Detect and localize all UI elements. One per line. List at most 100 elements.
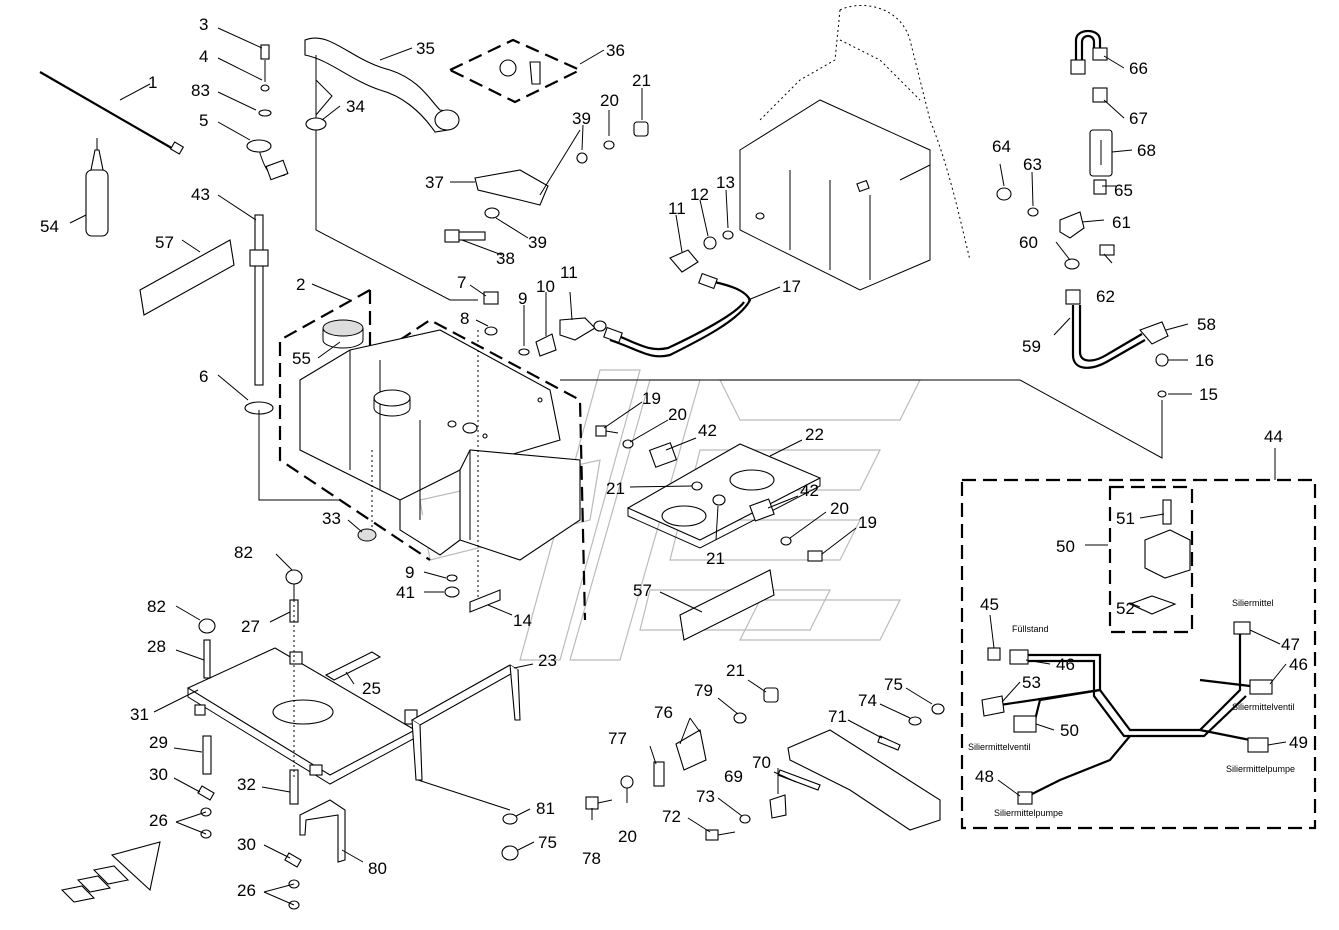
part-number: 26	[237, 881, 256, 900]
part-number: 21	[706, 549, 725, 568]
part-number: 30	[237, 835, 256, 854]
part-number: 4	[199, 47, 208, 66]
part-number: 54	[40, 217, 59, 236]
part-number: 44	[1264, 427, 1283, 446]
part-number: 26	[149, 811, 168, 830]
part-number: 78	[582, 849, 601, 868]
part-number: 30	[149, 765, 168, 784]
harness-label-siliermittelventil-left: Siliermittelventil	[968, 742, 1031, 752]
part-number: 19	[858, 513, 877, 532]
part-number: 46	[1056, 655, 1075, 674]
part-number: 41	[396, 583, 415, 602]
part-number: 15	[1199, 385, 1218, 404]
part-number: 64	[992, 137, 1011, 156]
part-number: 36	[606, 41, 625, 60]
part-number: 21	[632, 71, 651, 90]
part-number: 12	[690, 185, 709, 204]
sealant-cartridge	[85, 138, 109, 237]
part-number: 20	[618, 827, 637, 846]
part-number: 27	[241, 617, 260, 636]
part-number: 59	[1022, 337, 1041, 356]
part-number: 16	[1195, 351, 1214, 370]
part-number: 58	[1197, 315, 1216, 334]
part-number: 70	[752, 753, 771, 772]
part-number: 52	[1116, 599, 1135, 618]
part-number: 76	[654, 703, 673, 722]
part-number: 5	[199, 111, 208, 130]
cover-kit	[447, 38, 583, 104]
part-number: 20	[668, 405, 687, 424]
part-number: 19	[642, 389, 661, 408]
part-number: 13	[716, 173, 735, 192]
part-number: 20	[830, 499, 849, 518]
cable-tie	[39, 71, 176, 151]
harness-label-fuellstand: Füllstand	[1012, 624, 1049, 634]
bracket-23	[410, 664, 521, 781]
part-number: 65	[1114, 181, 1133, 200]
part-number: 79	[694, 681, 713, 700]
part-number: 23	[538, 651, 557, 670]
base-plate	[186, 647, 418, 785]
part-number: 50	[1056, 537, 1075, 556]
part-number: 28	[147, 637, 166, 656]
part-number: 53	[1022, 673, 1041, 692]
part-number: 10	[536, 277, 555, 296]
part-number: 57	[155, 233, 174, 252]
part-number: 2	[296, 275, 305, 294]
part-number: 69	[724, 767, 743, 786]
part-number-labels: 1 3 4 83 5 43 54 57 6 2 55 34 35 36 21 2…	[40, 15, 1308, 900]
adhesive-strip-a	[139, 239, 235, 316]
part-number: 43	[191, 185, 210, 204]
part-number: 35	[416, 39, 435, 58]
part-number: 29	[149, 733, 168, 752]
part-number: 72	[662, 807, 681, 826]
hose-17	[603, 212, 765, 358]
direction-arrow	[60, 841, 161, 903]
pipe-assembly-right	[560, 29, 1169, 459]
part-number: 81	[536, 799, 555, 818]
part-number: 6	[199, 367, 208, 386]
part-number: 31	[130, 705, 149, 724]
part-number: 39	[528, 233, 547, 252]
part-number: 73	[696, 787, 715, 806]
level-sensor-rod	[244, 44, 340, 501]
part-number: 49	[1289, 733, 1308, 752]
part-number: 9	[405, 563, 414, 582]
part-number: 14	[513, 611, 532, 630]
leader-lines	[69, 27, 1287, 906]
part-number: 37	[425, 173, 444, 192]
harness-labels: Füllstand Siliermittel Siliermittelventi…	[968, 598, 1295, 818]
tank-assembly	[278, 289, 587, 621]
harness-label-siliermittelventil-right: Siliermittelventil	[1232, 702, 1295, 712]
bracket-37	[474, 169, 549, 206]
part-number: 7	[457, 273, 466, 292]
part-number: 21	[726, 661, 745, 680]
filler-pipe	[304, 37, 478, 301]
part-number: 67	[1129, 109, 1148, 128]
part-number: 48	[975, 767, 994, 786]
harness-label-siliermittelpumpe-left: Siliermittelpumpe	[994, 808, 1063, 818]
part-number: 33	[322, 509, 341, 528]
part-number: 75	[884, 675, 903, 694]
part-number: 21	[606, 479, 625, 498]
part-number: 61	[1112, 213, 1131, 232]
part-number: 11	[560, 263, 578, 282]
part-number: 71	[828, 707, 847, 726]
part-number: 45	[980, 595, 999, 614]
part-number: 11	[668, 199, 686, 218]
part-number: 82	[234, 543, 253, 562]
part-number: 25	[362, 679, 381, 698]
adhesive-strip-b	[679, 569, 775, 641]
strip-25	[324, 651, 382, 681]
wiring-harness-kit	[960, 478, 1317, 830]
part-number: 60	[1019, 233, 1038, 252]
part-number: 46	[1289, 655, 1308, 674]
part-number: 63	[1023, 155, 1042, 174]
machine-body-outline	[739, 4, 971, 291]
part-number: 34	[346, 97, 365, 116]
part-number: 50	[1060, 721, 1079, 740]
part-number: 42	[698, 421, 717, 440]
part-number: 75	[538, 833, 557, 852]
